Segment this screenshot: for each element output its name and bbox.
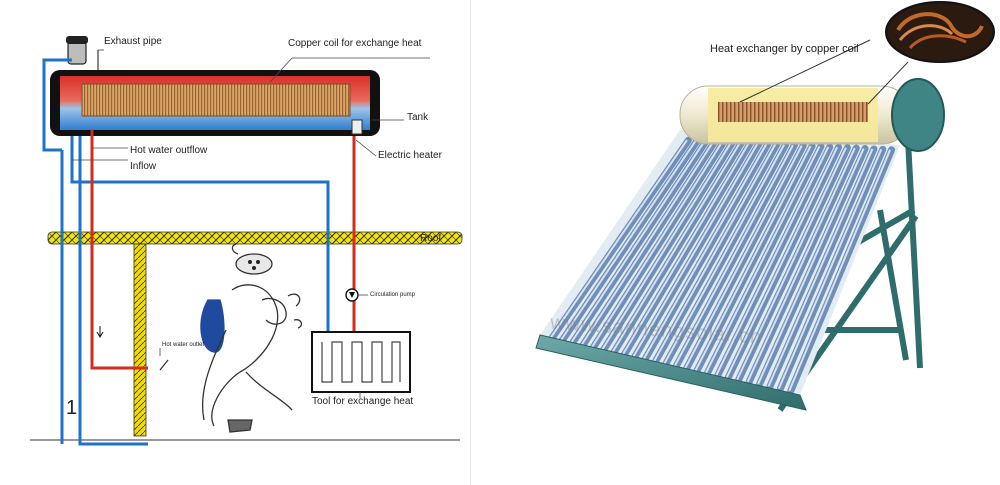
vacuum-tube [589, 138, 728, 352]
vacuum-tube [620, 139, 754, 359]
schematic-drawing [30, 36, 463, 446]
vacuum-tube-highlight [559, 140, 697, 342]
vacuum-tube-highlight [600, 141, 732, 351]
vacuum-tube [651, 140, 781, 366]
vacuum-tube [610, 139, 745, 357]
vacuum-tube [683, 142, 807, 372]
label-copper-coil: Copper coil for exchange heat [288, 38, 422, 49]
water-tank [50, 70, 380, 136]
vacuum-tube-highlight [788, 149, 892, 392]
vacuum-tube [766, 145, 878, 390]
label-tank: Tank [407, 112, 429, 123]
shower-person-illustration [159, 243, 303, 433]
vacuum-tube [547, 136, 692, 343]
vacuum-tube-highlight [580, 140, 715, 347]
label-circulation-pump: Circulation pump [370, 292, 416, 298]
vacuum-tube [787, 146, 896, 395]
label-hot-water-outflow: Hot water outflow [130, 145, 208, 156]
wall [133, 243, 147, 437]
vacuum-tube-highlight [757, 148, 865, 385]
vacuum-tube-highlight [673, 144, 794, 367]
vacuum-tube-highlight [621, 142, 750, 356]
copper-coil [718, 102, 868, 122]
vacuum-tube [693, 142, 816, 375]
vacuum-tube-highlight [663, 144, 785, 365]
label-heat-exchanger: Heat exchanger by copper coil [710, 43, 859, 55]
vacuum-tube-highlight [569, 140, 706, 345]
vacuum-tube-highlight [590, 141, 724, 349]
label-hot-water-outlet: Hot water outlet [162, 342, 205, 348]
label-roof: Roof [420, 233, 442, 244]
solar-heater-drawing [535, 1, 995, 412]
vacuum-tube [724, 143, 843, 381]
electric-heater [351, 119, 363, 135]
vacuum-tube [631, 140, 763, 361]
cold-water-pipes [42, 58, 330, 446]
vacuum-tube [714, 143, 834, 379]
flow-arrow [96, 326, 104, 338]
copper-coil [81, 83, 351, 117]
vacuum-tube [776, 145, 887, 393]
vacuum-tube-highlight [736, 147, 847, 381]
vacuum-tube [756, 145, 869, 388]
vacuum-tube [558, 137, 701, 345]
vacuum-tube [568, 137, 710, 348]
vacuum-tube-highlight [548, 139, 688, 340]
vacuum-tube [672, 141, 798, 370]
vacuum-tube-highlight [694, 145, 812, 372]
coil-magnifier [739, 1, 995, 105]
label-step-number: 1 [66, 397, 78, 419]
system-schematic: Exhaust pipe Copper coil for exchange he… [0, 0, 470, 485]
vacuum-tube-array [547, 136, 896, 395]
label-electric-heater: Electric heater [378, 150, 442, 161]
vacuum-tube [641, 140, 772, 363]
heat-exchanger-tool [311, 331, 411, 393]
vacuum-tube-highlight [611, 142, 741, 354]
vacuum-tube-highlight [777, 148, 883, 390]
vacuum-tube-highlight [767, 148, 874, 387]
vacuum-tube-highlight [684, 145, 803, 369]
label-exhaust-pipe: Exhaust pipe [104, 36, 162, 47]
label-inflow: Inflow [130, 161, 157, 172]
vacuum-tube-highlight [653, 143, 777, 363]
vacuum-tube-highlight [642, 143, 768, 360]
label-tool-exchange-heat: Tool for exchange heat [312, 396, 414, 407]
bottom-rail [535, 334, 807, 411]
vacuum-tube-highlight [746, 147, 856, 383]
vacuum-tube-highlight [725, 146, 838, 378]
leader-lines [72, 49, 430, 398]
vacuum-tube-highlight [715, 146, 830, 376]
vacuum-tube [703, 142, 825, 377]
tank-end-cap [891, 78, 945, 152]
vacuum-tube [662, 141, 790, 368]
vacuum-tube [735, 144, 851, 384]
vacuum-tube-highlight [632, 143, 759, 358]
vacuum-tube [599, 138, 737, 354]
vacuum-tube [745, 144, 860, 386]
vacuum-tube-highlight [705, 146, 821, 374]
water-tank [679, 78, 945, 152]
roof-beam [47, 231, 463, 245]
solar-heater-photo: Heat exchanger by copper coil www.sannen… [470, 0, 1000, 485]
exhaust-pipe [66, 36, 99, 78]
panel-divider [470, 0, 471, 485]
vacuum-tube [578, 137, 719, 350]
